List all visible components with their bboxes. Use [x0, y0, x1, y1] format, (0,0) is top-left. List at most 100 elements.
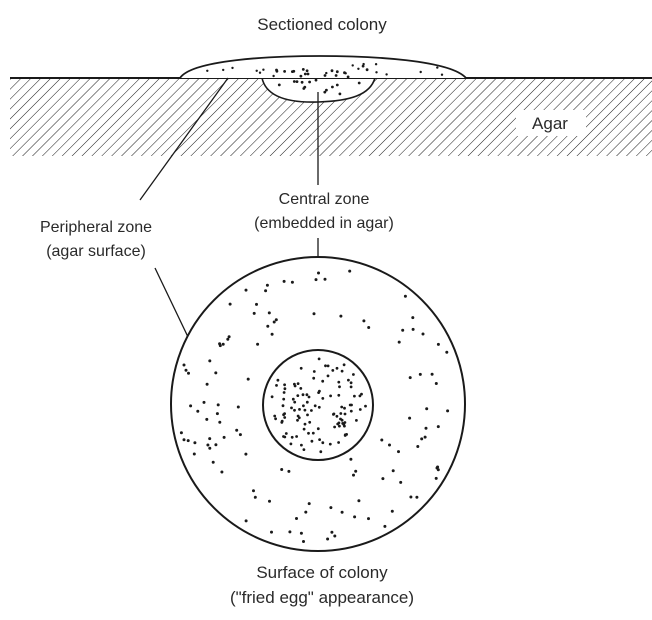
stipple-dot: [327, 365, 330, 368]
stipple-dot: [343, 71, 346, 74]
stipple-dot: [222, 69, 224, 71]
stipple-dot: [259, 72, 261, 74]
stipple-dot: [343, 407, 346, 410]
stipple-dot: [290, 443, 293, 446]
stipple-dot: [350, 410, 353, 413]
stipple-dot: [344, 433, 347, 436]
central-zone-label-line1: Central zone: [279, 191, 370, 208]
stipple-dot: [235, 429, 238, 432]
stipple-dot: [273, 321, 276, 324]
stipple-dot: [183, 438, 186, 441]
stipple-dot: [436, 466, 439, 469]
stipple-dot: [205, 418, 208, 421]
stipple-dot: [340, 406, 343, 409]
stipple-dot: [293, 383, 296, 386]
stipple-dot: [331, 369, 334, 372]
stipple-dot: [254, 496, 257, 499]
stipple-dot: [321, 441, 324, 444]
stipple-dot: [296, 419, 299, 422]
surface-caption-line2: ("fried egg" appearance): [230, 588, 414, 607]
stipple-dot: [304, 409, 307, 412]
stipple-dot: [266, 284, 269, 287]
stipple-dot: [352, 64, 354, 66]
stipple-dot: [313, 370, 316, 373]
stipple-dot: [401, 329, 404, 332]
stipple-dot: [324, 74, 327, 77]
stipple-dot: [189, 404, 192, 407]
stipple-dot: [318, 438, 321, 441]
stipple-dot: [262, 69, 264, 71]
stipple-dot: [441, 74, 443, 76]
stipple-dot: [362, 65, 365, 68]
stipple-dot: [292, 398, 295, 401]
stipple-dot: [326, 538, 329, 541]
stipple-dot: [293, 80, 296, 83]
stipple-dot: [300, 75, 303, 78]
stipple-dot: [312, 432, 315, 435]
stipple-dot: [319, 450, 322, 453]
stipple-dot: [380, 439, 383, 442]
stipple-dot: [381, 477, 384, 480]
stipple-dot: [193, 453, 196, 456]
stipple-dot: [193, 441, 196, 444]
stipple-dot: [295, 435, 298, 438]
stipple-dot: [292, 70, 295, 73]
stipple-dot: [391, 510, 394, 513]
stipple-dot: [307, 432, 310, 435]
stipple-dot: [299, 387, 302, 390]
stipple-dot: [302, 540, 305, 543]
stipple-dot: [283, 383, 286, 386]
stipple-dot: [331, 86, 334, 89]
stipple-dot: [318, 390, 321, 393]
stipple-dot: [341, 511, 344, 514]
stipple-dot: [419, 373, 422, 376]
stipple-dot: [218, 421, 221, 424]
stipple-dot: [437, 343, 440, 346]
stipple-dot: [315, 79, 318, 82]
stipple-dot: [302, 393, 305, 396]
stipple-dot: [274, 417, 277, 420]
stipple-dot: [208, 447, 211, 450]
stipple-dot: [335, 74, 338, 77]
stipple-dot: [383, 525, 386, 528]
agar-block: Agar: [10, 78, 652, 156]
stipple-dot: [303, 86, 306, 89]
stipple-dot: [435, 477, 438, 480]
stipple-dot: [300, 444, 303, 447]
stipple-dot: [206, 444, 209, 447]
stipple-dot: [357, 499, 360, 502]
peripheral-zone-label: Peripheral zone (agar surface): [40, 219, 152, 260]
stipple-dot: [338, 385, 341, 388]
stipple-dot: [327, 375, 330, 378]
stipple-dot: [399, 481, 402, 484]
stipple-dot: [336, 415, 339, 418]
stipple-dot: [446, 409, 449, 412]
stipple-dot: [180, 431, 183, 434]
stipple-dot: [437, 425, 440, 428]
stipple-dot: [272, 75, 274, 77]
stipple-dot: [308, 502, 311, 505]
stipple-dot: [310, 409, 313, 412]
stipple-dot: [283, 391, 286, 394]
stipple-dot: [336, 84, 339, 87]
stipple-dot: [339, 412, 342, 415]
stipple-dot: [364, 405, 367, 408]
stipple-dot: [308, 421, 311, 424]
stipple-dot: [325, 72, 327, 74]
stipple-dot: [245, 519, 248, 522]
stipple-dot: [349, 458, 352, 461]
stipple-dot: [330, 531, 333, 534]
stipple-dot: [333, 535, 336, 538]
central-zone-label-line2: (embedded in agar): [254, 215, 394, 232]
stipple-dot: [431, 373, 434, 376]
stipple-dot: [333, 426, 336, 429]
stipple-dot: [349, 404, 352, 407]
stipple-dot: [347, 379, 350, 382]
stipple-dot: [203, 401, 206, 404]
stipple-dot: [268, 500, 271, 503]
stipple-dot: [317, 427, 320, 430]
stipple-dot: [300, 532, 303, 535]
stipple-dot: [271, 395, 274, 398]
stipple-dot: [268, 311, 271, 314]
